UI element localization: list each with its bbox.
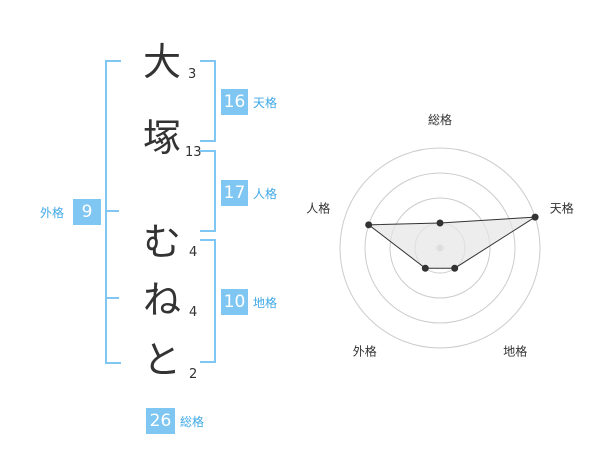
radar-point-5 xyxy=(365,221,373,229)
radar-point-2 xyxy=(531,213,539,221)
name-char-4: ね xyxy=(143,278,182,322)
chikaku-bracket xyxy=(200,239,216,363)
jinkaku-label: 人格 xyxy=(253,187,278,201)
chikaku-value: 10 xyxy=(221,289,248,315)
stroke-count-4: 4 xyxy=(189,305,198,320)
radar-series-polygon xyxy=(367,216,536,269)
name-char-1: 大 xyxy=(143,40,182,84)
name-char-2: 塚 xyxy=(143,116,182,160)
name-char-3: む xyxy=(143,220,182,264)
stroke-count-3: 4 xyxy=(189,245,198,260)
stroke-count-1: 3 xyxy=(188,67,197,82)
tenkaku-bracket xyxy=(200,60,216,142)
gaikaku-bracket-tick-top xyxy=(105,210,119,212)
radar-axis-label-4: 外格 xyxy=(353,344,377,359)
name-char-5: と xyxy=(143,338,182,382)
soukaku-value: 26 xyxy=(146,408,175,434)
radar-axis-label-5: 人格 xyxy=(306,200,330,215)
radar-point-3 xyxy=(451,264,459,272)
radar-axis-label-3: 地格 xyxy=(503,344,527,359)
radar-ring-4 xyxy=(339,147,541,349)
tenkaku-label: 天格 xyxy=(253,96,278,110)
radar-point-4 xyxy=(421,264,429,272)
stroke-count-2: 13 xyxy=(185,145,202,160)
jinkaku-value: 17 xyxy=(221,180,248,206)
radar-axis-label-1: 総格 xyxy=(428,112,452,127)
tenkaku-value: 16 xyxy=(221,89,248,115)
radar-point-1 xyxy=(436,219,444,227)
gaikaku-value: 9 xyxy=(73,199,101,225)
jinkaku-bracket xyxy=(200,150,216,232)
stroke-count-5: 2 xyxy=(189,367,198,382)
radar-ring-3 xyxy=(364,172,516,324)
gaikaku-label: 外格 xyxy=(40,206,65,220)
radar-axis-label-2: 天格 xyxy=(550,200,574,215)
chikaku-label: 地格 xyxy=(253,296,278,310)
radar-ring-2 xyxy=(389,197,491,299)
soukaku-label: 総格 xyxy=(180,415,205,429)
gaikaku-bracket-tick-bottom xyxy=(105,297,119,299)
gaikaku-bracket xyxy=(105,60,121,364)
